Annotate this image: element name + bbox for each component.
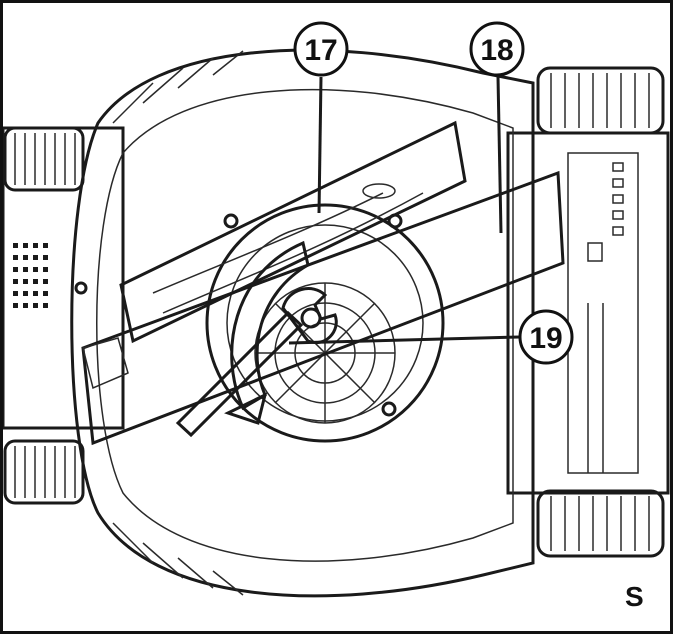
- leader-18: [496, 76, 503, 234]
- panel-label: S: [625, 581, 644, 612]
- leader-17: [317, 76, 323, 214]
- leader-lines: [288, 76, 521, 345]
- callout-18: 18: [469, 21, 525, 77]
- callout-19: 19: [518, 309, 574, 365]
- wheel-top-left: [3, 126, 85, 192]
- callout-19-label: 19: [529, 322, 562, 355]
- rotation-arrow-icon: [224, 240, 310, 425]
- callout-17: 17: [293, 21, 349, 77]
- rear-frame: [506, 131, 670, 495]
- cutting-blade: [81, 170, 565, 446]
- diagram-canvas: 17 18 19 S: [3, 21, 670, 612]
- motor-fan: [205, 203, 445, 443]
- callout-18-label: 18: [480, 34, 513, 67]
- wood-block: [119, 120, 467, 344]
- wheel-bottom-right: [536, 489, 665, 558]
- leader-19: [288, 335, 521, 345]
- wheel-top-right: [536, 66, 665, 135]
- vent-grid: [13, 243, 48, 308]
- callout-17-label: 17: [304, 34, 337, 67]
- wheel-bottom-left: [3, 439, 85, 505]
